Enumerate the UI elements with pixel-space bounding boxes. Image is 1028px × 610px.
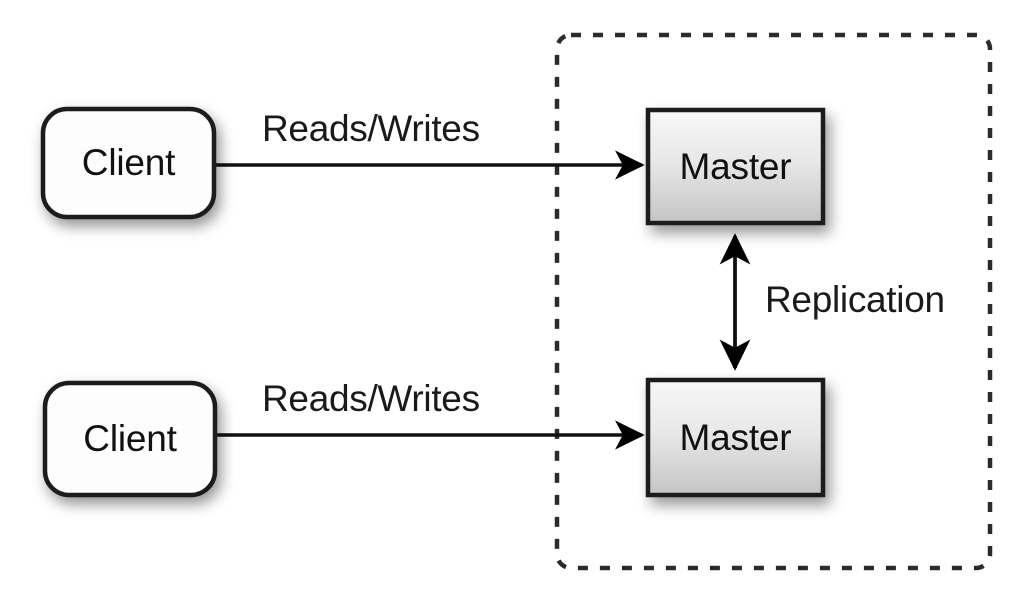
node-client-bottom[interactable] <box>42 380 218 498</box>
node-client-top[interactable] <box>40 106 217 220</box>
node-master-bottom[interactable] <box>645 377 826 498</box>
edge-label-replication: Replication <box>765 279 945 320</box>
edge-label-reads-writes-bottom: Reads/Writes <box>262 378 480 419</box>
edge-label-reads-writes-top: Reads/Writes <box>262 108 480 149</box>
replication-cluster-boundary <box>554 32 993 571</box>
node-master-top[interactable] <box>645 107 826 226</box>
